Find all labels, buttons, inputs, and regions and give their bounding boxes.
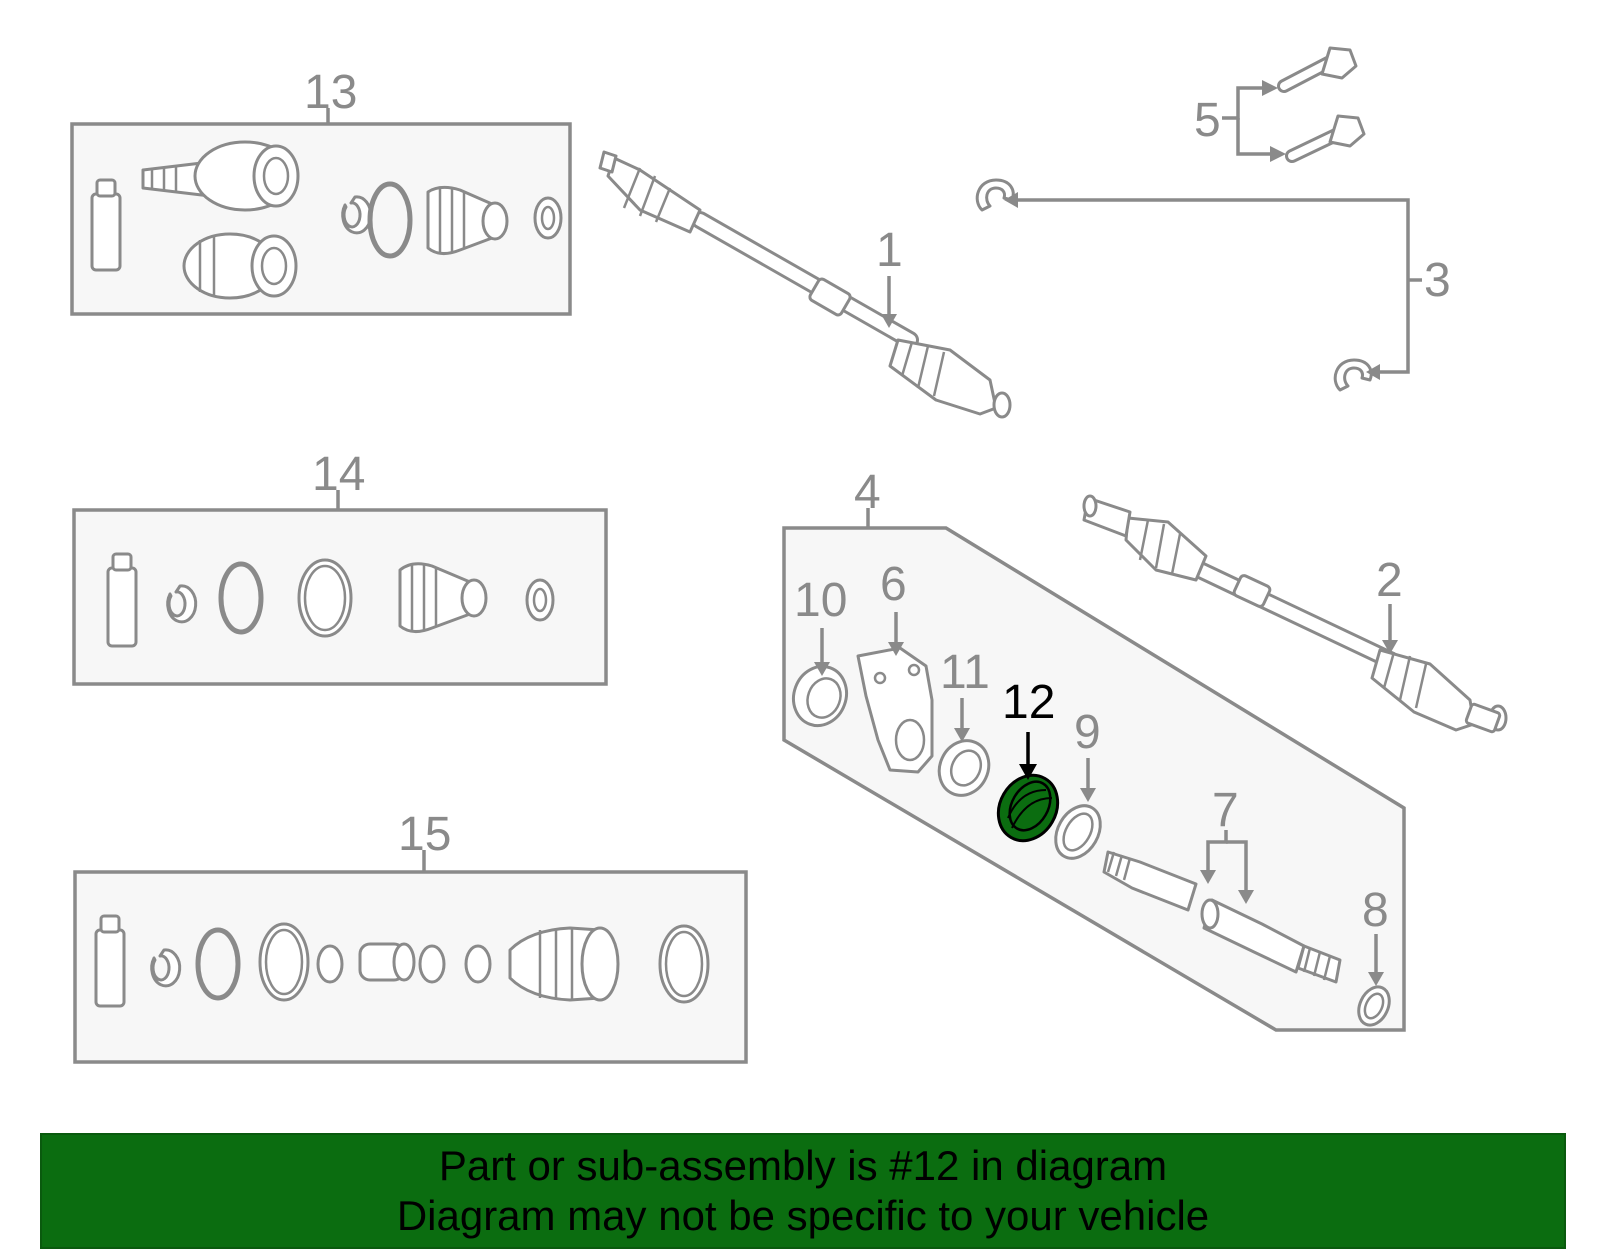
callout-10: 10 (794, 574, 847, 627)
callout-4: 4 (854, 466, 881, 519)
banner-line-1: Part or sub-assembly is #12 in diagram (438, 1142, 1168, 1189)
banner-line-2: Diagram may not be specific to your vehi… (396, 1192, 1210, 1239)
callout-6: 6 (880, 558, 907, 611)
callout-15: 15 (398, 808, 451, 861)
kit-box-14 (72, 490, 608, 686)
callout-3: 3 (1424, 254, 1451, 307)
callout-11: 11 (940, 646, 990, 699)
clips-3 (975, 178, 1373, 392)
callout-8: 8 (1362, 884, 1389, 937)
callout-13: 13 (304, 66, 357, 119)
callout-2: 2 (1376, 554, 1403, 607)
kit-box-13 (70, 108, 572, 316)
callout-9: 9 (1074, 706, 1101, 759)
callout-1: 1 (876, 224, 903, 277)
callout-14: 14 (312, 448, 365, 501)
assembly-box-4 (782, 508, 1406, 1032)
axle-shaft-2 (1082, 494, 1508, 734)
info-banner: Part or sub-assembly is #12 in diagram D… (40, 1133, 1566, 1249)
callout-7: 7 (1212, 784, 1239, 837)
callout-12: 12 (1002, 676, 1055, 729)
bolts-5 (1277, 46, 1366, 163)
highlighted-part-12 (996, 773, 1060, 843)
callout-5: 5 (1194, 94, 1221, 147)
axle-shaft-1 (598, 150, 1012, 419)
kit-box-15 (73, 850, 748, 1064)
